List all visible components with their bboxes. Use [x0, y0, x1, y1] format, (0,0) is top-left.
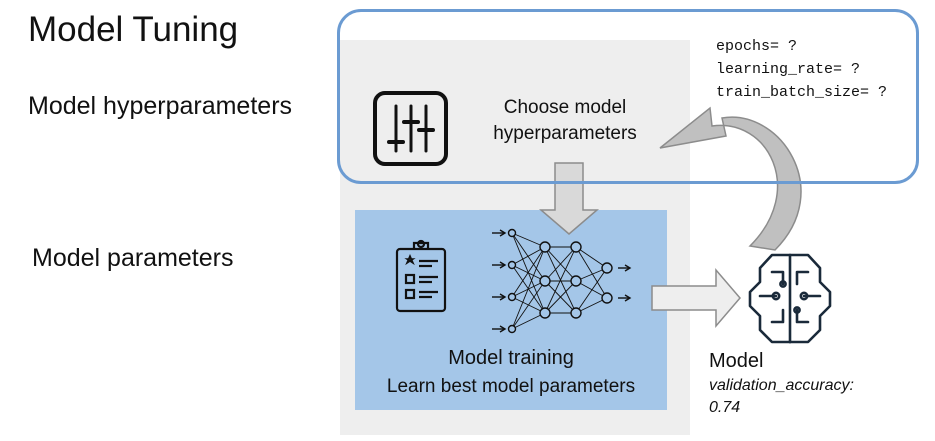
- hyperparameter-epochs: epochs= ?: [716, 38, 798, 55]
- hyperparameter-train-batch-size: train_batch_size= ?: [716, 84, 888, 101]
- neural-network-icon: [492, 228, 632, 334]
- hyperparameter-learning-rate: learning_rate= ?: [716, 61, 861, 78]
- choose-step-line2: hyperparameters: [493, 123, 637, 144]
- parameters-label: Model parameters: [32, 244, 234, 272]
- brain-circuit-icon: [748, 253, 832, 344]
- choose-step-line1: Choose model: [503, 97, 627, 118]
- metric-value: 0.74: [709, 399, 741, 416]
- page-title: Model Tuning: [28, 10, 239, 49]
- sliders-icon: [373, 91, 448, 166]
- hyperparameter-frame: [337, 9, 919, 184]
- right-arrow-icon: [651, 267, 741, 329]
- clipboard-checklist-icon: [395, 239, 447, 313]
- down-arrow-icon: [538, 162, 600, 235]
- training-step-subtitle: Learn best model parameters: [386, 376, 636, 397]
- model-label: Model: [709, 350, 764, 372]
- training-step-title: Model training: [448, 347, 574, 369]
- hyperparameters-label: Model hyperparameters: [28, 92, 293, 120]
- metric-name: validation_accuracy:: [709, 377, 854, 394]
